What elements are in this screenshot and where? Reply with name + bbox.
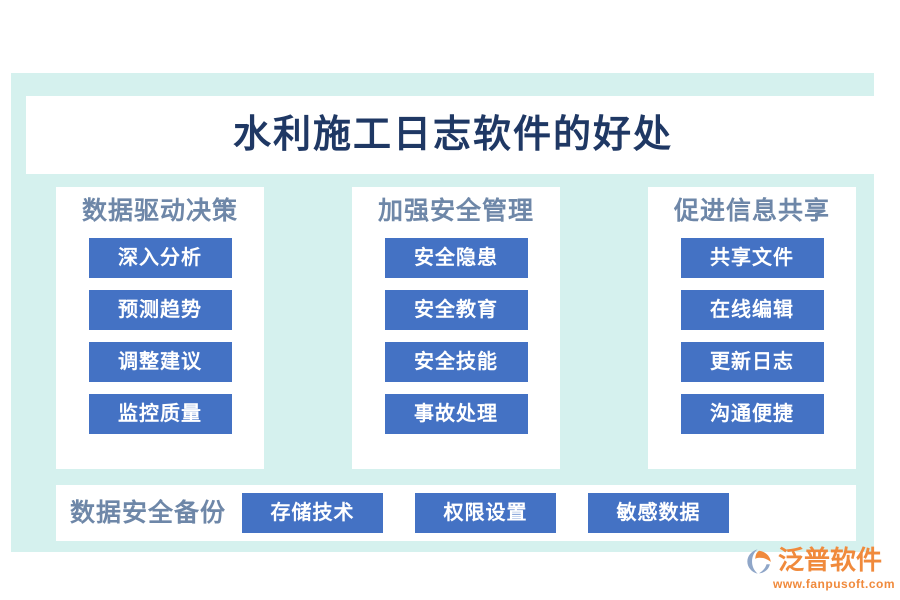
infographic-panel: 水利施工日志软件的好处 数据驱动决策 深入分析 预测趋势 调整建议 监控质量 加… <box>11 73 880 552</box>
pill-list-3: 共享文件 在线编辑 更新日志 沟通便捷 <box>680 238 824 434</box>
column-heading-2: 加强安全管理 <box>377 198 534 225</box>
pill-item[interactable]: 沟通便捷 <box>680 394 824 434</box>
pill-item[interactable]: 深入分析 <box>88 238 232 278</box>
column-heading-1: 数据驱动决策 <box>81 198 238 225</box>
logo-row: 泛普软件 <box>745 546 882 576</box>
pill-item[interactable]: 更新日志 <box>680 342 824 382</box>
pill-item[interactable]: 调整建议 <box>88 342 232 382</box>
pill-item[interactable]: 安全隐患 <box>384 238 528 278</box>
pill-item[interactable]: 安全技能 <box>384 342 528 382</box>
pill-item[interactable]: 预测趋势 <box>88 290 232 330</box>
column-card-3: 促进信息共享 共享文件 在线编辑 更新日志 沟通便捷 <box>648 187 856 469</box>
pill-item[interactable]: 权限设置 <box>415 493 557 533</box>
logo-url: www.fanpusoft.com <box>773 577 896 591</box>
title-band: 水利施工日志软件的好处 <box>26 96 880 174</box>
pill-item[interactable]: 共享文件 <box>680 238 824 278</box>
fanpu-logo-icon <box>747 549 771 574</box>
column-card-1: 数据驱动决策 深入分析 预测趋势 调整建议 监控质量 <box>56 187 264 469</box>
bottom-band: 数据安全备份 存储技术 权限设置 敏感数据 <box>56 485 856 541</box>
page-title: 水利施工日志软件的好处 <box>232 114 673 156</box>
pill-list-2: 安全隐患 安全教育 安全技能 事故处理 <box>384 238 528 434</box>
column-card-2: 加强安全管理 安全隐患 安全教育 安全技能 事故处理 <box>352 187 560 469</box>
pill-item[interactable]: 监控质量 <box>88 394 232 434</box>
logo-wordmark: 泛普软件 <box>778 546 883 575</box>
pill-item[interactable]: 存储技术 <box>242 493 384 533</box>
bottom-heading: 数据安全备份 <box>70 499 227 527</box>
pill-list-1: 深入分析 预测趋势 调整建议 监控质量 <box>88 238 232 434</box>
pill-item[interactable]: 安全教育 <box>384 290 528 330</box>
column-group: 数据驱动决策 深入分析 预测趋势 调整建议 监控质量 加强安全管理 安全隐患 安… <box>56 187 856 469</box>
bottom-pill-list: 存储技术 权限设置 敏感数据 <box>242 493 730 533</box>
pill-item[interactable]: 事故处理 <box>384 394 528 434</box>
column-heading-3: 促进信息共享 <box>673 198 830 225</box>
brand-logo: 泛普软件 www.fanpusoft.com <box>745 546 895 592</box>
pill-item[interactable]: 在线编辑 <box>680 290 824 330</box>
pill-item[interactable]: 敏感数据 <box>588 493 730 533</box>
